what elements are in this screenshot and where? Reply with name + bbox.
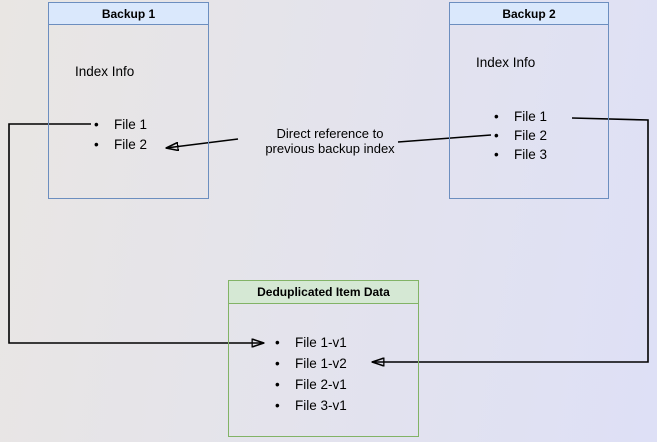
list-item: • File 2 <box>494 126 547 145</box>
backup2-header: Backup 2 <box>450 3 608 25</box>
list-item: • File 2-v1 <box>275 374 347 395</box>
backup1-header: Backup 1 <box>49 3 208 25</box>
list-item-label: File 2-v1 <box>295 377 347 392</box>
bullet-icon: • <box>275 377 280 392</box>
list-item-label: File 3 <box>514 147 548 162</box>
backup2-index-info-label: Index Info <box>476 55 536 70</box>
bullet-icon: • <box>494 109 499 124</box>
backup1-node: Backup 1 Index Info • File 1 • File 2 <box>48 2 209 199</box>
bullet-icon: • <box>275 398 280 413</box>
backup1-title: Backup 1 <box>101 6 156 21</box>
list-item-label: File 1-v1 <box>295 335 347 350</box>
bullet-icon: • <box>275 356 280 371</box>
bullet-icon: • <box>494 128 499 143</box>
backup2-title: Backup 2 <box>502 6 556 21</box>
list-item: • File 1 <box>94 115 147 135</box>
backup2-node: Backup 2 Index Info • File 1 • File 2 • File … <box>449 2 609 199</box>
edge-label-line1: Direct reference to <box>276 126 384 141</box>
list-item-label: File 1-v2 <box>295 356 347 371</box>
backup1-file-list: • File 1 • File 2 <box>94 115 147 155</box>
bullet-icon: • <box>94 137 99 152</box>
list-item: • File 2 <box>94 135 147 155</box>
list-item: • File 1 <box>494 107 547 126</box>
backup2-file-list: • File 1 • File 2 • File 3 <box>494 107 547 164</box>
list-item: • File 1-v2 <box>275 353 347 374</box>
backup1-index-info-label: Index Info <box>75 64 135 79</box>
list-item: • File 3 <box>494 145 547 164</box>
list-item: • File 1-v1 <box>275 332 347 353</box>
edge-label-line2: previous backup index <box>265 141 395 156</box>
list-item-label: File 2 <box>514 128 548 143</box>
list-item-label: File 1 <box>514 109 548 124</box>
list-item-label: File 2 <box>114 137 148 152</box>
dedup-node: Deduplicated Item Data • File 1-v1 • File 1… <box>228 280 419 437</box>
list-item: • File 3-v1 <box>275 395 347 416</box>
list-item-label: File 3-v1 <box>295 398 347 413</box>
direct-reference-edge-label: Direct reference to previous backup inde… <box>235 126 425 156</box>
dedup-file-list: • File 1-v1 • File 1-v2 • File 2-v1 • File 3-v1 <box>275 332 347 416</box>
list-item-label: File 1 <box>114 117 148 132</box>
bullet-icon: • <box>94 117 99 132</box>
bullet-icon: • <box>275 335 280 350</box>
dedup-title: Deduplicated Item Data <box>257 285 390 299</box>
dedup-header: Deduplicated Item Data <box>229 281 418 304</box>
bullet-icon: • <box>494 147 499 162</box>
